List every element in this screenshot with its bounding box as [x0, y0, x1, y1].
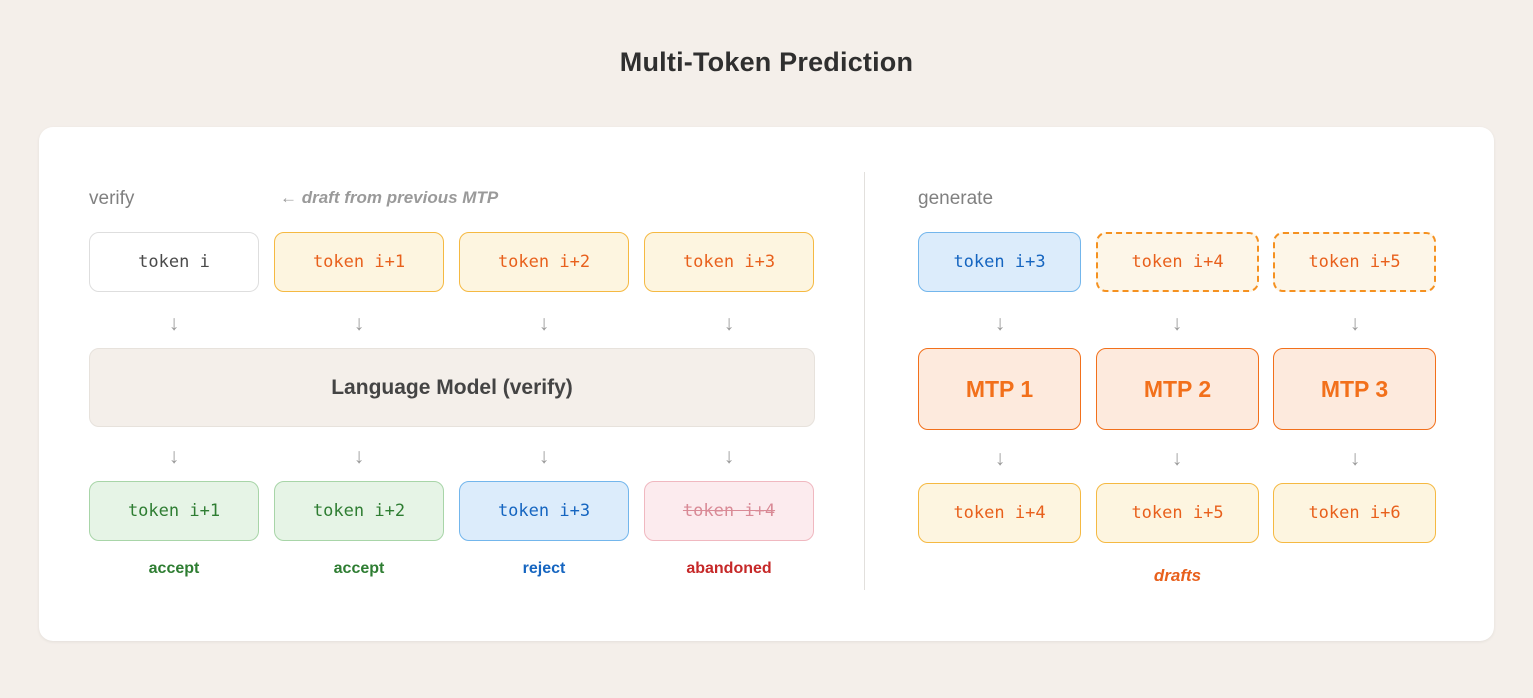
down-arrow-icon: ↓: [168, 445, 180, 468]
generate-panel-label: generate: [918, 188, 994, 209]
verify-output-token-3[interactable]: token i+4: [644, 481, 814, 541]
down-arrow-icon: ↓: [1349, 312, 1361, 335]
mtp-head-3[interactable]: MTP 3: [1273, 348, 1436, 430]
verify-output-token-1[interactable]: token i+2: [274, 481, 444, 541]
mtp-head-1[interactable]: MTP 1: [918, 348, 1081, 430]
generate-output-token-1[interactable]: token i+5: [1096, 483, 1259, 543]
status-badge-abandoned: abandoned: [686, 560, 772, 577]
generate-input-token-1[interactable]: token i+4: [1096, 232, 1259, 292]
down-arrow-icon: ↓: [353, 445, 365, 468]
page-title: Multi-Token Prediction: [619, 47, 914, 77]
generate-output-token-0[interactable]: token i+4: [918, 483, 1081, 543]
down-arrow-icon: ↓: [1171, 312, 1183, 335]
verify-input-token-1[interactable]: token i+1: [274, 232, 444, 292]
verify-input-token-2[interactable]: token i+2: [459, 232, 629, 292]
down-arrow-icon: ↓: [723, 312, 735, 335]
status-badge-reject: reject: [522, 560, 566, 577]
down-arrow-icon: ↓: [994, 447, 1006, 470]
verify-output-token-2[interactable]: token i+3: [459, 481, 629, 541]
down-arrow-icon: ↓: [723, 445, 735, 468]
down-arrow-icon: ↓: [1349, 447, 1361, 470]
verify-output-token-0[interactable]: token i+1: [89, 481, 259, 541]
down-arrow-icon: ↓: [538, 445, 550, 468]
status-badge-accept-1: accept: [333, 560, 385, 577]
status-badge-accept-0: accept: [148, 560, 200, 577]
verify-panel-label: verify: [89, 188, 135, 209]
down-arrow-icon: ↓: [538, 312, 550, 335]
down-arrow-icon: ↓: [353, 312, 365, 335]
language-model-verify-block: Language Model (verify): [89, 348, 815, 427]
generate-input-token-2[interactable]: token i+5: [1273, 232, 1436, 292]
down-arrow-icon: ↓: [994, 312, 1006, 335]
mtp-head-2[interactable]: MTP 2: [1096, 348, 1259, 430]
draft-from-previous-mtp-note: ← draft from previous MTP: [280, 188, 499, 207]
drafts-label: drafts: [1153, 566, 1202, 585]
down-arrow-icon: ↓: [168, 312, 180, 335]
down-arrow-icon: ↓: [1171, 447, 1183, 470]
verify-input-token-3[interactable]: token i+3: [644, 232, 814, 292]
generate-input-token-0[interactable]: token i+3: [918, 232, 1081, 292]
generate-output-token-2[interactable]: token i+6: [1273, 483, 1436, 543]
panel-divider: [864, 172, 865, 590]
verify-input-token-0[interactable]: token i: [89, 232, 259, 292]
